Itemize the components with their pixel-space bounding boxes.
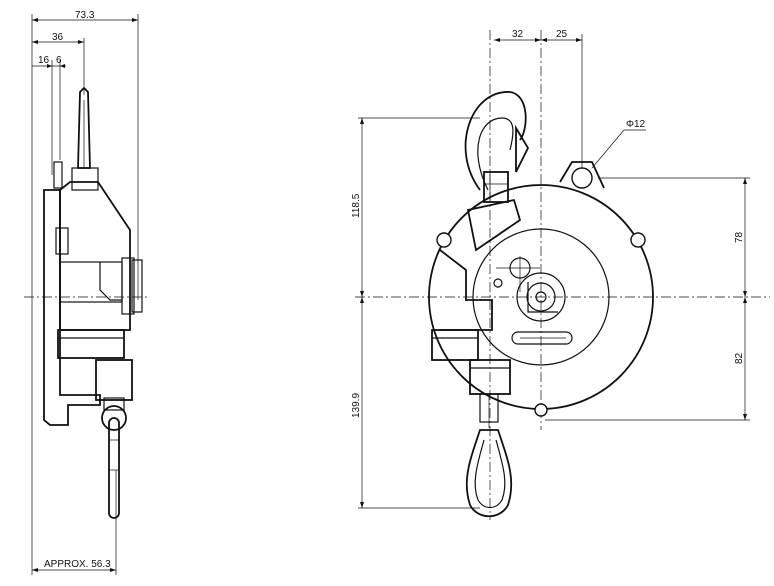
dim-width-6: 6 — [56, 55, 62, 66]
dim-hook-offset-32: 32 — [512, 29, 524, 40]
side-view: 73.3 36 16 6 APPROX. 56.3 — [24, 10, 150, 575]
dim-hook-offset-25: 25 — [556, 29, 568, 40]
dim-height-118-5: 118.5 — [351, 193, 362, 218]
dim-hole-diameter: Φ12 — [626, 119, 646, 130]
front-view: 32 25 Φ12 118.5 139.9 78 82 — [351, 29, 770, 520]
dim-height-82: 82 — [734, 352, 745, 364]
dim-height-78: 78 — [734, 231, 745, 243]
dim-width-16: 16 — [38, 55, 50, 66]
dim-width-36: 36 — [52, 32, 64, 43]
dim-height-139-9: 139.9 — [351, 393, 362, 418]
dim-approx-length: APPROX. 56.3 — [44, 559, 111, 570]
dim-overall-width: 73.3 — [75, 10, 95, 21]
